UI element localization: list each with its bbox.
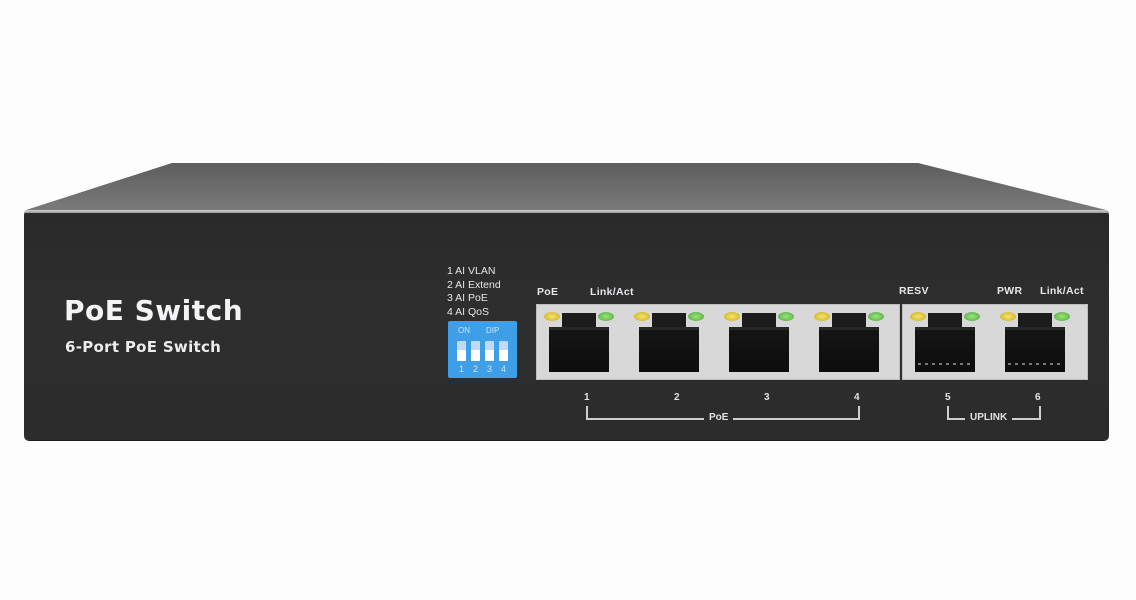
poe-group-label: PoE [704, 412, 734, 423]
pwr-led-label: PWR [997, 285, 1023, 297]
dip-legend-item: 3 AI PoE [447, 292, 488, 304]
rj45-port-2[interactable] [628, 307, 710, 379]
uplink-link-act-label: Link/Act [1040, 285, 1084, 297]
port-latch [742, 313, 776, 330]
rj45-port-5[interactable] [904, 307, 986, 379]
link-led-icon [964, 312, 980, 321]
port-jack [549, 327, 609, 372]
port-jack [729, 327, 789, 372]
uplink-group-label: UPLINK [965, 412, 1013, 423]
port-pins [918, 363, 972, 365]
port-jack [915, 327, 975, 372]
dip-on-label: ON [458, 326, 470, 335]
rj45-port-6[interactable] [994, 307, 1076, 379]
port-latch [1018, 313, 1052, 330]
resv-led-icon [910, 312, 926, 321]
link-led-icon [868, 312, 884, 321]
rj45-port-1[interactable] [538, 307, 620, 379]
port-number-3: 3 [764, 392, 770, 403]
port-jack [639, 327, 699, 372]
dip-toggle-3[interactable] [485, 341, 494, 361]
port-latch [562, 313, 596, 330]
link-led-icon [598, 312, 614, 321]
link-led-icon [688, 312, 704, 321]
pwr-led-icon [1000, 312, 1016, 321]
dip-legend: 1 AI VLAN 2 AI Extend 3 AI PoE 4 AI QoS [447, 265, 501, 319]
chassis-edge-highlight [24, 210, 1109, 214]
poe-led-label: PoE [537, 286, 559, 298]
dip-legend-item: 2 AI Extend [447, 278, 501, 291]
poe-led-icon [814, 312, 830, 321]
dip-legend-item: 1 AI VLAN [447, 265, 496, 277]
product-title: PoE Switch [64, 294, 244, 327]
product-subtitle: 6-Port PoE Switch [65, 338, 222, 356]
poe-led-icon [724, 312, 740, 321]
dip-toggle-4[interactable] [499, 341, 508, 361]
port-number-5: 5 [945, 392, 951, 403]
port-number-4: 4 [854, 392, 860, 403]
link-led-icon [778, 312, 794, 321]
rj45-port-4[interactable] [808, 307, 890, 379]
port-number-2: 2 [674, 392, 680, 403]
port-latch [928, 313, 962, 330]
port-latch [832, 313, 866, 330]
dip-number: 4 [500, 364, 506, 374]
poe-led-icon [544, 312, 560, 321]
dip-dip-label: DIP [486, 326, 500, 335]
rj45-port-3[interactable] [718, 307, 800, 379]
dip-number: 1 [458, 364, 464, 374]
port-number-1: 1 [584, 392, 590, 403]
port-latch [652, 313, 686, 330]
port-jack [1005, 327, 1065, 372]
port-pins [1008, 363, 1062, 365]
resv-label: RESV [899, 285, 929, 297]
link-act-led-label: Link/Act [590, 286, 634, 298]
poe-led-icon [634, 312, 650, 321]
dip-toggle-1[interactable] [457, 341, 466, 361]
dip-number: 2 [472, 364, 478, 374]
port-jack [819, 327, 879, 372]
port-number-6: 6 [1035, 392, 1041, 403]
dip-switch-block: ON DIP 1 2 3 4 [448, 321, 517, 378]
link-led-icon [1054, 312, 1070, 321]
dip-toggle-2[interactable] [471, 341, 480, 361]
dip-number: 3 [486, 364, 492, 374]
dip-legend-item: 4 AI QoS [447, 305, 490, 318]
